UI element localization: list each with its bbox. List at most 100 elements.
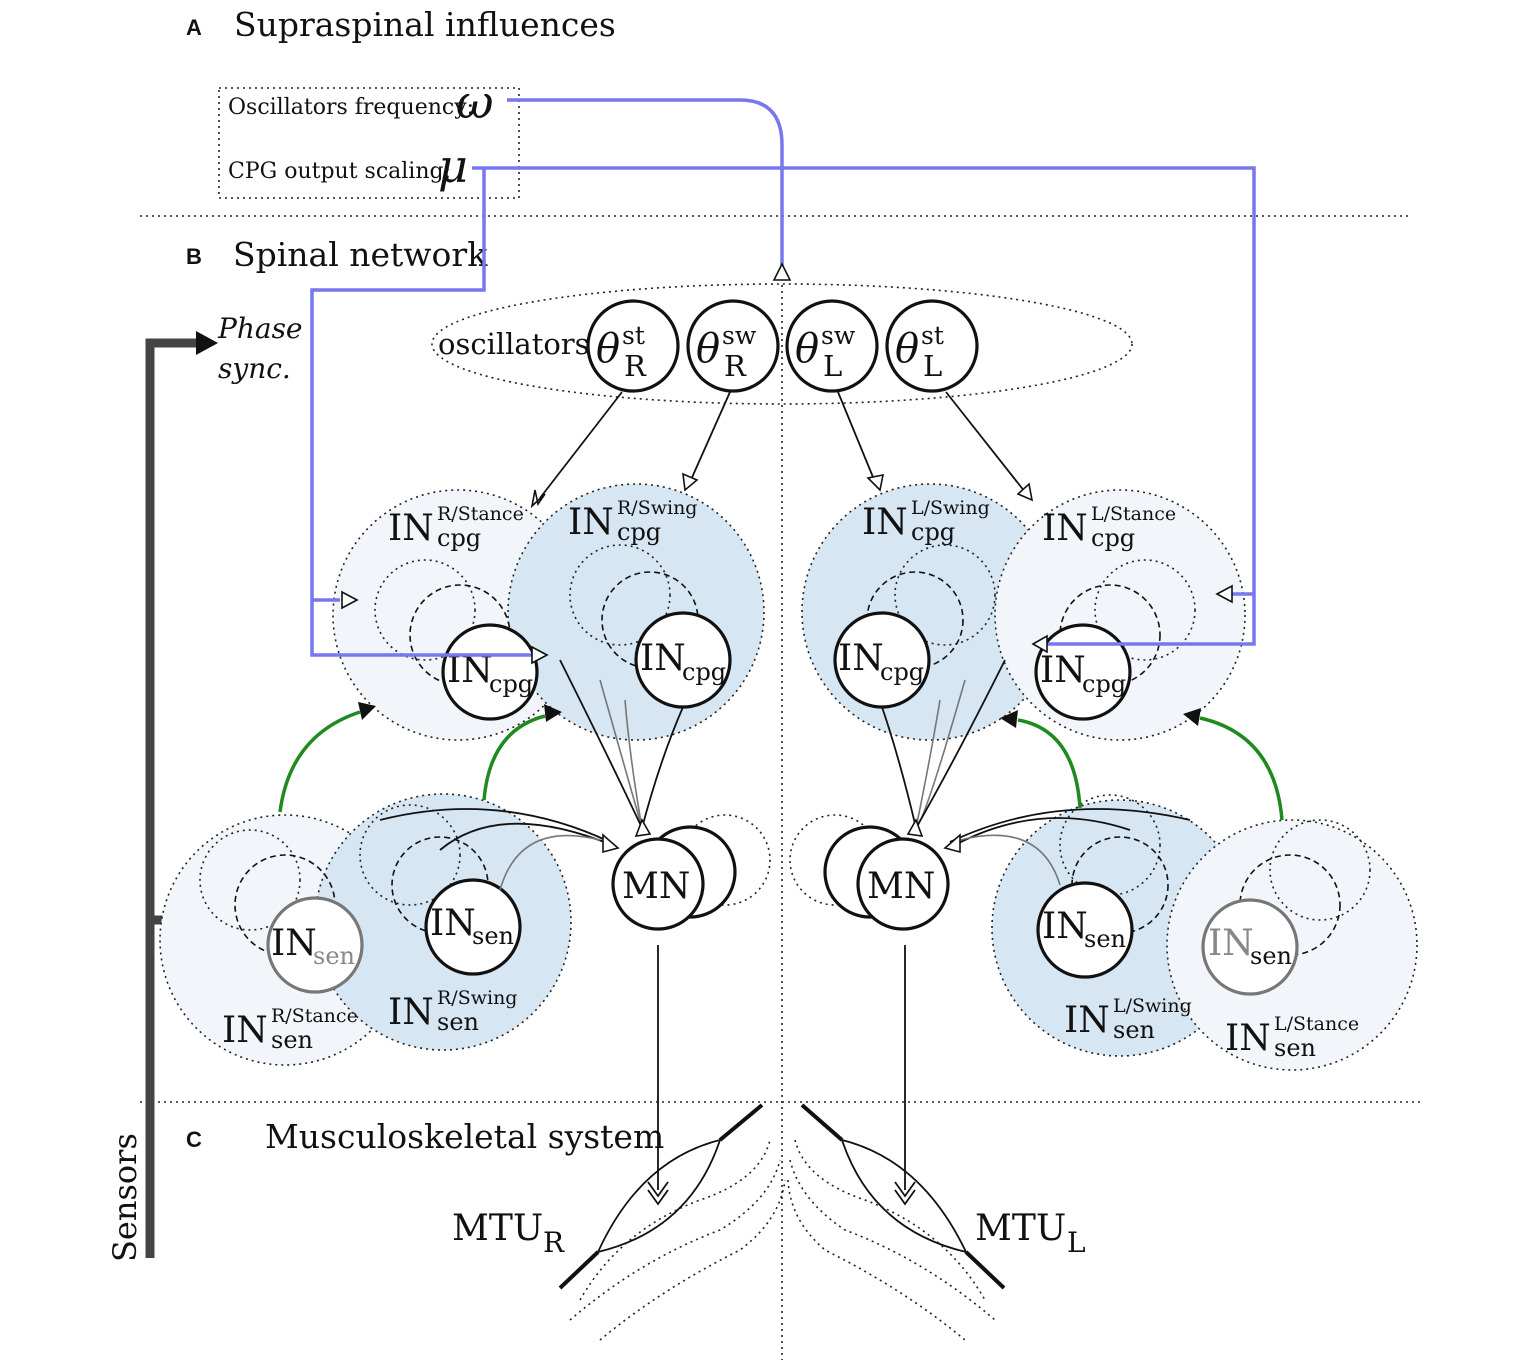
in-sen-r-swing-label: IN R/Swing sen xyxy=(388,987,517,1036)
supraspinal-lines xyxy=(310,98,1256,665)
in-text: IN xyxy=(1208,923,1254,964)
mn-left-cluster: MN xyxy=(789,814,950,931)
l-stance-cpg-inner xyxy=(1034,559,1196,721)
sub-text: cpg xyxy=(617,518,661,546)
theta-symbol: θ xyxy=(696,326,720,372)
section-b-title: Spinal network xyxy=(233,235,488,274)
in-text: IN xyxy=(862,502,908,543)
in-text: IN xyxy=(640,638,686,679)
frequency-label: Oscillators frequency: xyxy=(228,95,474,120)
in-text: IN xyxy=(271,923,317,964)
sup-text: R/Stance xyxy=(271,1005,358,1027)
theta-sup: sw xyxy=(722,321,757,350)
theta-symbol: θ xyxy=(795,326,819,372)
section-c-title: Musculoskeletal system xyxy=(265,1117,664,1156)
oscillators-ellipse xyxy=(431,283,1133,405)
phase-sync-line1: Phase xyxy=(217,312,303,345)
mtu-right-label: MTU R xyxy=(452,1208,565,1259)
in-sen-r-stance-label: IN R/Stance sen xyxy=(222,1005,358,1054)
mtu-left xyxy=(787,945,1006,1341)
sup-text: L/Stance xyxy=(1091,503,1176,525)
cpg-sub-text: cpg xyxy=(1082,670,1126,698)
in-cpg-l-stance-label: IN L/Stance cpg xyxy=(1042,503,1176,552)
mn-label: MN xyxy=(622,866,690,907)
oscillator-theta-l-swing: θ sw L xyxy=(785,299,879,393)
oscillators-label: oscillators: xyxy=(438,327,599,361)
oscillator-theta-l-stance: θ st L xyxy=(885,299,979,393)
l-stance-sen-inner xyxy=(1201,819,1371,996)
sup-text: L/Swing xyxy=(1113,995,1192,1017)
in-sen-l-stance-label: IN L/Stance sen xyxy=(1225,1013,1359,1062)
theta-sub: L xyxy=(823,349,842,383)
sup-text: R/Swing xyxy=(437,987,517,1009)
omega-symbol: ω xyxy=(456,75,494,129)
sub-text: cpg xyxy=(911,518,955,546)
in-sen-neuron-l-swing: IN sen xyxy=(1042,906,1126,953)
l-swing-sen-inner xyxy=(1036,794,1169,979)
theta-sup: st xyxy=(921,321,944,350)
in-cpg-l-swing-label: IN L/Swing cpg xyxy=(862,497,990,546)
in-text: IN xyxy=(430,903,476,944)
in-text: IN xyxy=(222,1010,268,1051)
mtu-sub-text: L xyxy=(1067,1226,1086,1259)
mtu-right xyxy=(558,945,786,1341)
in-text: IN xyxy=(388,508,434,549)
in-text: IN xyxy=(1225,1018,1271,1059)
section-c-letter: C xyxy=(186,1127,202,1152)
in-text: IN xyxy=(388,992,434,1033)
in-text: IN xyxy=(568,502,614,543)
sub-text: sen xyxy=(1274,1034,1316,1062)
sup-text: R/Swing xyxy=(617,497,697,519)
theta-symbol: θ xyxy=(596,326,620,372)
sup-text: L/Stance xyxy=(1274,1013,1359,1035)
in-cpg-neuron-r-stance: IN cpg xyxy=(447,650,533,698)
mn-right-cluster: MN xyxy=(611,814,771,931)
cpg-sub-text: cpg xyxy=(682,658,726,686)
r-swing-sen-inner xyxy=(359,804,522,976)
in-text: IN xyxy=(1042,906,1088,947)
sub-text: sen xyxy=(271,1026,313,1054)
section-a-title: Supraspinal influences xyxy=(234,5,616,44)
mtu-sub-text: R xyxy=(543,1226,565,1259)
in-sen-neuron-r-stance: IN sen xyxy=(271,923,355,970)
sen-sub-text: sen xyxy=(472,922,514,950)
r-stance-cpg-inner xyxy=(374,559,539,721)
mtu-left-label: MTU L xyxy=(975,1208,1086,1259)
mtu-text: MTU xyxy=(452,1208,543,1249)
theta-sub: R xyxy=(724,349,747,383)
sync-arrows xyxy=(278,702,1284,821)
r-stance-sen-inner xyxy=(199,829,364,994)
sup-text: R/Stance xyxy=(437,503,524,525)
oscillator-theta-r-stance: θ st R xyxy=(586,299,680,393)
in-sen-l-swing-label: IN L/Swing sen xyxy=(1064,995,1192,1044)
sen-sub-text: sen xyxy=(313,942,355,970)
mu-symbol: μ xyxy=(438,139,468,193)
in-sen-neuron-l-stance: IN sen xyxy=(1208,923,1292,970)
mn-label: MN xyxy=(867,866,935,907)
oscillator-theta-r-swing: θ sw R xyxy=(686,299,780,393)
in-text: IN xyxy=(447,650,493,691)
in-text: IN xyxy=(838,638,884,679)
theta-sub: L xyxy=(923,349,942,383)
in-cpg-r-swing-label: IN R/Swing cpg xyxy=(568,497,697,546)
in-cpg-neuron-l-swing: IN cpg xyxy=(838,638,924,686)
in-cpg-neuron-l-stance: IN cpg xyxy=(1040,650,1126,698)
sup-text: L/Swing xyxy=(911,497,990,519)
theta-sub: R xyxy=(624,349,647,383)
sen-sub-text: sen xyxy=(1084,925,1126,953)
in-text: IN xyxy=(1040,650,1086,691)
cpg-sub-text: cpg xyxy=(489,670,533,698)
mtu-text: MTU xyxy=(975,1208,1066,1249)
in-cpg-neuron-r-swing: IN cpg xyxy=(640,638,726,686)
sub-text: cpg xyxy=(437,524,481,552)
sen-sub-text: sen xyxy=(1250,942,1292,970)
in-cpg-r-stance-label: IN R/Stance cpg xyxy=(388,503,524,552)
theta-sup: st xyxy=(622,321,645,350)
in-text: IN xyxy=(1042,508,1088,549)
theta-sup: sw xyxy=(821,321,856,350)
sub-text: sen xyxy=(437,1008,479,1036)
theta-symbol: θ xyxy=(895,326,919,372)
in-sen-neuron-r-swing: IN sen xyxy=(430,903,514,950)
scaling-label: CPG output scaling: xyxy=(228,159,451,184)
